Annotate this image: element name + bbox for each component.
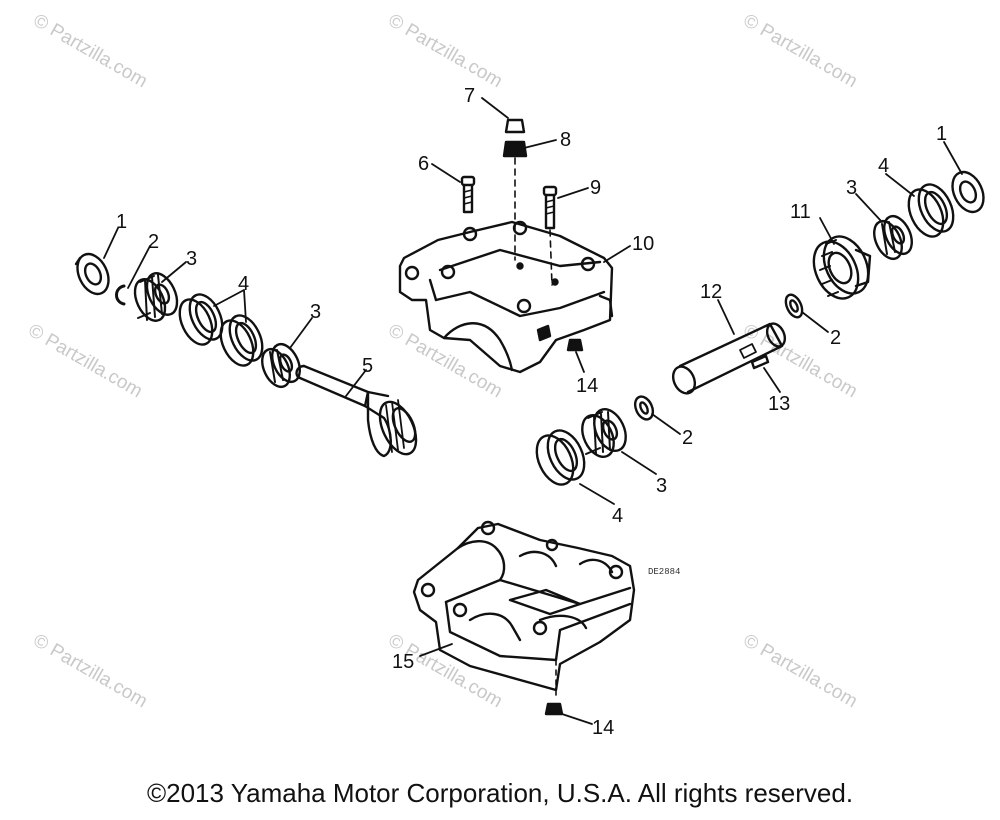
callout-14: 14 xyxy=(576,375,598,397)
breather-cap-7 xyxy=(504,118,526,134)
callout-1: 1 xyxy=(116,211,127,233)
callout-13: 13 xyxy=(768,393,790,415)
bearing-left-inner xyxy=(261,342,301,389)
bearing-race-left-b xyxy=(219,314,264,367)
circlip-left xyxy=(115,284,126,306)
gear-case-lower xyxy=(412,520,636,701)
callout-6: 6 xyxy=(418,153,429,175)
callout-1: 1 xyxy=(936,123,947,145)
callout-5: 5 xyxy=(362,355,373,377)
callout-7: 7 xyxy=(464,85,475,107)
oil-seal-left xyxy=(74,252,110,296)
key-13 xyxy=(750,354,770,370)
callout-3: 3 xyxy=(186,248,197,270)
callout-labels: 1 2 3 4 3 5 7 8 6 9 10 14 1 4 3 11 12 2 … xyxy=(116,85,947,739)
drive-shaft xyxy=(295,364,418,458)
callout-3: 3 xyxy=(310,301,321,323)
nut-14-lower xyxy=(544,702,564,716)
callout-3: 3 xyxy=(656,475,667,497)
callout-9: 9 xyxy=(590,177,601,199)
callout-4: 4 xyxy=(878,155,889,177)
gear-case-upper xyxy=(398,220,614,374)
callout-12: 12 xyxy=(700,281,722,303)
callout-2: 2 xyxy=(682,427,693,449)
nut-14-upper xyxy=(566,338,584,352)
bevel-gear-11 xyxy=(812,235,872,300)
copyright-footer: ©2013 Yamaha Motor Corporation, U.S.A. A… xyxy=(146,778,854,808)
washer-2-mid xyxy=(633,395,655,421)
bearing-race-mid xyxy=(535,429,586,486)
screw-6 xyxy=(460,175,476,214)
screw-9 xyxy=(542,185,558,286)
callout-4: 4 xyxy=(238,273,249,295)
shaft-12 xyxy=(671,322,787,395)
callout-10: 10 xyxy=(632,233,654,255)
callout-11: 11 xyxy=(790,201,811,223)
callout-15: 15 xyxy=(392,651,414,673)
leader-lines xyxy=(103,97,963,725)
callout-2: 2 xyxy=(830,327,841,349)
callout-8: 8 xyxy=(560,129,571,151)
bearing-race-left-a xyxy=(178,293,224,346)
oil-seal-right xyxy=(951,170,985,214)
callout-3: 3 xyxy=(846,177,857,199)
callout-14: 14 xyxy=(592,717,614,739)
bearing-right xyxy=(873,214,913,261)
drawing-code-label: DE2884 xyxy=(648,567,680,577)
bearing-race-right xyxy=(907,183,955,238)
callout-4: 4 xyxy=(612,505,623,527)
callout-2: 2 xyxy=(148,231,159,253)
plug-8 xyxy=(502,140,528,261)
bearing-mid xyxy=(581,408,627,458)
washer-2-right-upper xyxy=(784,293,804,319)
bearing-left-outer xyxy=(133,272,179,322)
